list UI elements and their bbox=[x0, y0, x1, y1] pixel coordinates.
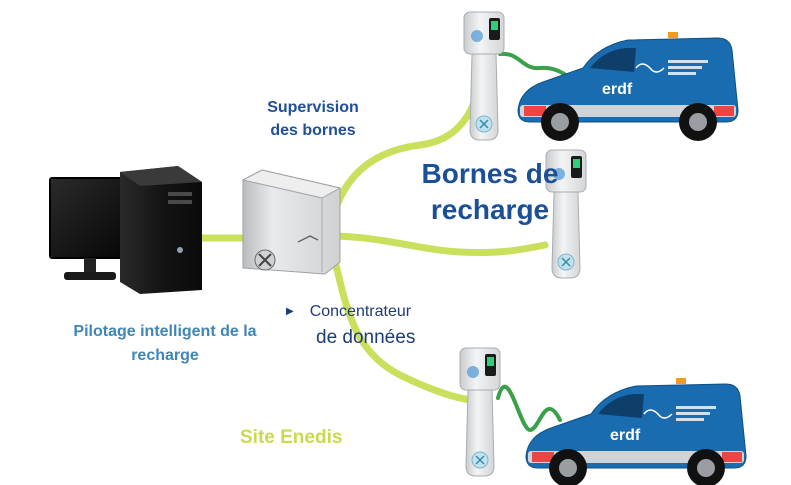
cable-to-bottom-station bbox=[326, 236, 479, 404]
concentrateur-label: ▶ Concentrateur bbox=[286, 299, 411, 327]
cable-to-middle-station bbox=[326, 232, 549, 257]
donnees-label: de données bbox=[316, 327, 416, 348]
utility-van-bottom-icon: erdf bbox=[525, 377, 747, 485]
van-brand-bottom: erdf bbox=[610, 427, 641, 444]
concentrator-box-icon bbox=[241, 169, 342, 275]
bornes-de-recharge-title: Bornes de recharge bbox=[421, 158, 559, 225]
charging-station-top-icon bbox=[463, 11, 505, 141]
ev-cables bbox=[496, 51, 572, 433]
computer-monitor-icon bbox=[49, 177, 131, 280]
utility-van-top-icon: erdf bbox=[517, 31, 739, 142]
computer-tower-icon bbox=[120, 166, 202, 294]
ev-cable-bottom bbox=[496, 384, 562, 433]
charging-station-bottom-icon bbox=[459, 347, 501, 477]
computer bbox=[49, 166, 202, 294]
van-brand-top: erdf bbox=[602, 81, 633, 98]
concentrateur-text: Concentrateur bbox=[309, 303, 412, 320]
site-enedis-label: Site Enedis bbox=[240, 427, 343, 448]
pilotage-label: Pilotage intelligent de la recharge bbox=[73, 323, 257, 364]
ev-cable-top bbox=[498, 51, 572, 80]
supervision-label: Supervision des bornes bbox=[267, 99, 359, 139]
bullet-icon: ▶ bbox=[286, 306, 294, 317]
